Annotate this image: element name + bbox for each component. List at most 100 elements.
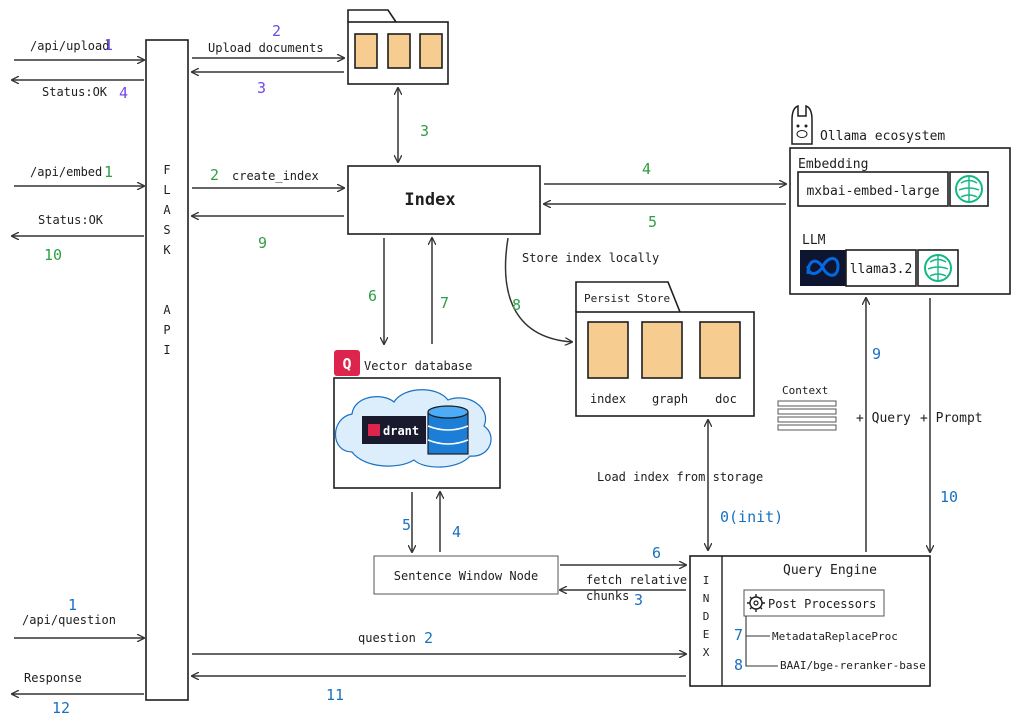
ollama-title: Ollama ecosystem bbox=[820, 129, 945, 144]
llm-title: LLM bbox=[802, 233, 826, 248]
index-step-to-vector: 6 bbox=[368, 287, 377, 305]
sentence-step-to-engine: 6 bbox=[652, 544, 661, 562]
question-label: question bbox=[358, 631, 416, 645]
embed-step-return: 9 bbox=[258, 234, 267, 252]
documents-folder bbox=[347, 9, 449, 85]
question-flow: 1 /api/question Response 12 question 2 1… bbox=[12, 596, 686, 717]
upload-endpoint: /api/upload bbox=[30, 39, 109, 53]
ollama-step-prompt: 10 bbox=[940, 488, 958, 506]
sentence-node-label: Sentence Window Node bbox=[394, 569, 539, 583]
api-letter-i: I bbox=[163, 343, 170, 357]
upload-step-status: 4 bbox=[119, 84, 128, 102]
embed-step-in: 1 bbox=[104, 163, 113, 181]
document-icon bbox=[354, 33, 378, 69]
index-side-letter: I bbox=[703, 574, 710, 587]
store-index-arrow bbox=[504, 237, 572, 342]
flask-api-box: F L A S K A P I bbox=[145, 39, 189, 701]
document-icon bbox=[419, 33, 443, 69]
context-stack: Context bbox=[777, 384, 837, 431]
store-step: 8 bbox=[512, 296, 521, 314]
embedding-model: mxbai-embed-large bbox=[806, 184, 939, 199]
fetch-label-2: chunks bbox=[586, 589, 629, 603]
index-side-letter: N bbox=[703, 592, 710, 605]
index-step-from-vector: 7 bbox=[440, 294, 449, 312]
index-side-letter: E bbox=[703, 628, 710, 641]
question-step-response: 12 bbox=[52, 699, 70, 717]
brain-icon bbox=[955, 175, 983, 203]
vectordb-step-from-node: 4 bbox=[452, 523, 461, 541]
qdrant-small-icon bbox=[368, 424, 380, 436]
persist-file-graph: graph bbox=[652, 392, 688, 406]
query-engine: I N D E X Query Engine Post Processors 7… bbox=[689, 555, 931, 687]
upload-docs-label: Upload documents bbox=[208, 41, 324, 55]
flask-letter-s: S bbox=[163, 223, 170, 237]
vectordb-step-to-node: 5 bbox=[402, 516, 411, 534]
api-letter-p: P bbox=[163, 323, 170, 337]
fetch-label-1: fetch relative bbox=[586, 573, 687, 587]
proc-1-label: MetadataReplaceProc bbox=[772, 630, 898, 643]
upload-status: Status:OK bbox=[42, 85, 108, 99]
index-file-icon bbox=[587, 321, 629, 379]
proc-2-label: BAAI/bge-reranker-base bbox=[780, 659, 926, 672]
ollama-ecosystem: Ollama ecosystem Embedding mxbai-embed-l… bbox=[789, 104, 1011, 295]
persist-store-title: Persist Store bbox=[584, 292, 670, 305]
embedding-title: Embedding bbox=[798, 157, 868, 172]
ollama-step-query: 9 bbox=[872, 345, 881, 363]
index-step-docs: 3 bbox=[420, 122, 429, 140]
flask-letter-f: F bbox=[163, 163, 170, 177]
qdrant-brand-text: drant bbox=[383, 424, 419, 438]
upload-step-in: 1 bbox=[104, 36, 113, 54]
response-label: Response bbox=[24, 671, 82, 685]
index-step-to-embedding: 4 bbox=[642, 160, 651, 178]
graph-file-icon bbox=[641, 321, 683, 379]
question-step-question: 2 bbox=[424, 629, 433, 647]
persist-file-index: index bbox=[590, 392, 626, 406]
embed-flow: /api/embed 1 Status:OK 10 2 create_index… bbox=[12, 163, 344, 264]
question-step-in: 1 bbox=[68, 596, 77, 614]
persist-file-doc: doc bbox=[715, 392, 737, 406]
llm-model: llama3.2 bbox=[850, 262, 913, 277]
upload-step-return: 3 bbox=[257, 79, 266, 97]
vector-db-title: Vector database bbox=[364, 359, 472, 373]
index-step-from-embedding: 5 bbox=[648, 213, 657, 231]
sentence-step-fetch: 3 bbox=[634, 591, 643, 609]
proc-2-step: 8 bbox=[734, 656, 743, 674]
load-index-label: Load index from storage bbox=[597, 470, 763, 484]
embed-step-create: 2 bbox=[210, 166, 219, 184]
store-index-label: Store index locally bbox=[522, 251, 659, 265]
prompt-label: + Prompt bbox=[920, 411, 983, 426]
index-side-letter: D bbox=[703, 610, 710, 623]
embedding-model-box bbox=[797, 171, 949, 207]
embed-endpoint: /api/embed bbox=[30, 165, 102, 179]
meta-infinity-icon bbox=[806, 257, 840, 277]
llm-model-box bbox=[845, 249, 917, 287]
vector-database: Q Vector database drant bbox=[333, 350, 501, 489]
brain-icon bbox=[924, 254, 952, 282]
post-processors-label: Post Processors bbox=[768, 597, 876, 611]
flask-letter-a: A bbox=[163, 203, 171, 217]
api-letter-a: A bbox=[163, 303, 171, 317]
embed-step-status: 10 bbox=[44, 246, 62, 264]
context-label: Context bbox=[782, 384, 828, 397]
doc-file-icon bbox=[699, 321, 741, 379]
document-icon bbox=[387, 33, 411, 69]
llama-icon bbox=[791, 104, 813, 145]
flask-letter-l: L bbox=[163, 183, 170, 197]
proc-1-step: 7 bbox=[734, 626, 743, 644]
query-engine-title: Query Engine bbox=[783, 563, 877, 578]
upload-flow: /api/upload 1 Status:OK 4 Upload documen… bbox=[12, 22, 344, 102]
embed-status: Status:OK bbox=[38, 213, 104, 227]
index-title: Index bbox=[404, 190, 455, 210]
qdrant-logo-letter: Q bbox=[342, 355, 351, 373]
database-icon bbox=[427, 405, 469, 455]
flask-letter-k: K bbox=[163, 243, 171, 257]
upload-step-upload: 2 bbox=[272, 22, 281, 40]
load-step: 0(init) bbox=[720, 508, 783, 526]
index-box: Index bbox=[347, 165, 541, 235]
question-step-return: 11 bbox=[326, 686, 344, 704]
gear-icon bbox=[747, 594, 765, 612]
persist-store: Persist Store index graph doc bbox=[575, 281, 755, 417]
create-index-label: create_index bbox=[232, 169, 319, 183]
query-label: + Query bbox=[856, 411, 911, 426]
